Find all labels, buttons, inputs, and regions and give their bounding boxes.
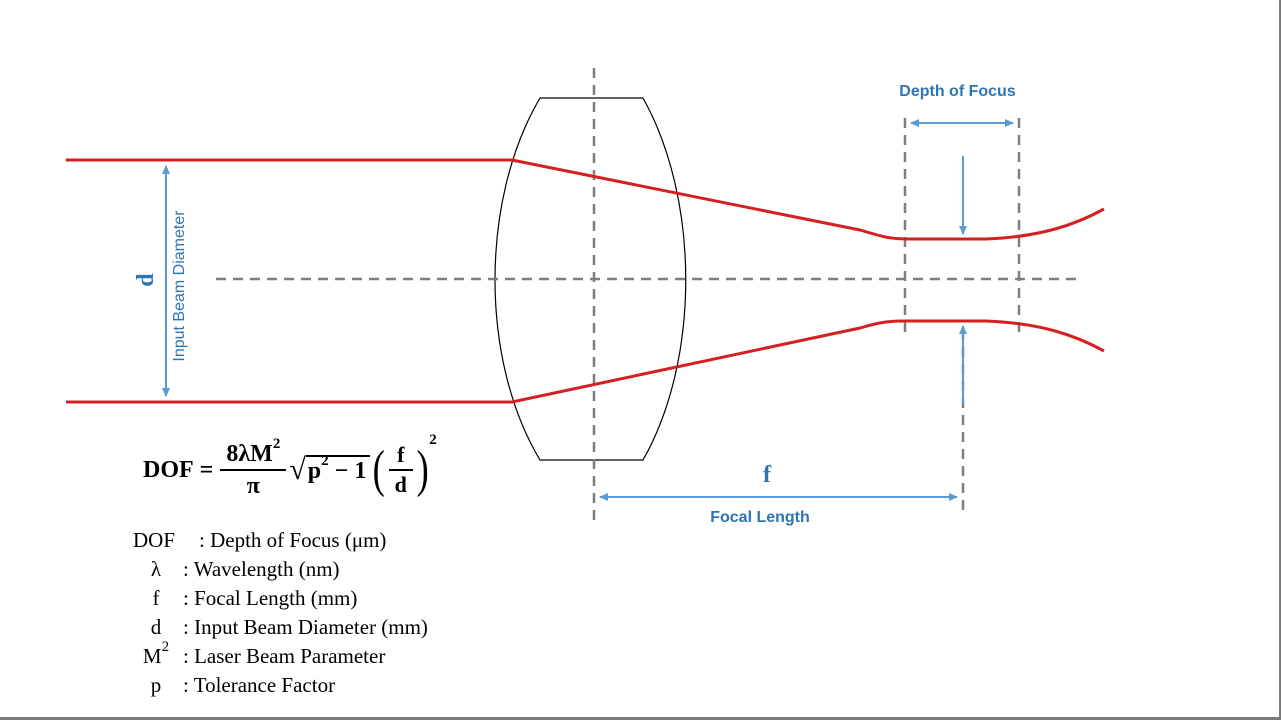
radicand-rest: − 1 [328, 458, 367, 484]
d-symbol-label: d [133, 273, 159, 287]
legend-description: : Focal Length (mm) [183, 586, 358, 610]
dof-formula: DOF = 8λM2 π √ p2 − 1 ( f d ) 2 [143, 430, 437, 510]
legend-description: : Input Beam Diameter (mm) [183, 615, 428, 639]
depth-of-focus-label: Depth of Focus [899, 83, 1016, 100]
input-beam-diameter-label: Input Beam Diameter [171, 210, 188, 362]
legend-symbol: DOF [133, 528, 176, 552]
legend-symbol: λ [150, 557, 162, 581]
focal-length-label: Focal Length [710, 509, 810, 526]
legend-description: : Wavelength (nm) [183, 557, 340, 581]
f-symbol-label: f [763, 462, 771, 488]
fraction-numerator: 8λM2 [223, 437, 283, 469]
formula-lhs: DOF [143, 456, 194, 483]
legend-description: : Depth of Focus (μm) [199, 528, 387, 552]
numerator-text: 8λM [226, 441, 273, 467]
inner-numerator: f [397, 442, 405, 467]
inner-denominator: d [388, 469, 413, 497]
slide-border-right [1279, 0, 1281, 720]
radicand-exponent: 2 [321, 453, 329, 469]
legend-symbol: M2 [133, 639, 179, 671]
lens-shape [494, 97, 687, 461]
legend-symbol-exponent: 2 [161, 639, 170, 655]
legend-description: : Tolerance Factor [183, 673, 336, 697]
left-paren-icon: ( [372, 441, 386, 498]
radicand-base: p [307, 458, 322, 484]
dimension-arrows [162, 119, 1014, 501]
dashed-guides [216, 68, 1082, 522]
beam-upper [66, 158, 1105, 241]
laser-beam [66, 158, 1105, 404]
radical-sign-icon: √ [289, 453, 306, 486]
legend-symbol-base: M [142, 644, 162, 668]
outer-exponent: 2 [429, 432, 437, 448]
beam-lower [66, 319, 1105, 404]
legend-symbol: f [152, 586, 160, 610]
formula-inner-fraction: f d [388, 442, 413, 497]
right-paren-icon: ) [416, 441, 429, 498]
formula-main-fraction: 8λM2 π [220, 437, 287, 499]
legend-symbol: p [150, 673, 162, 697]
formula-equals: = [199, 456, 214, 483]
legend-description: : Laser Beam Parameter [183, 644, 386, 668]
formula-sqrt: √ p2 − 1 [289, 453, 371, 486]
fraction-denominator: π [220, 469, 287, 499]
radicand: p2 − 1 [305, 453, 371, 485]
numerator-exponent: 2 [272, 436, 281, 452]
legend-symbol: d [150, 615, 162, 639]
slide-border-bottom [0, 717, 1281, 720]
